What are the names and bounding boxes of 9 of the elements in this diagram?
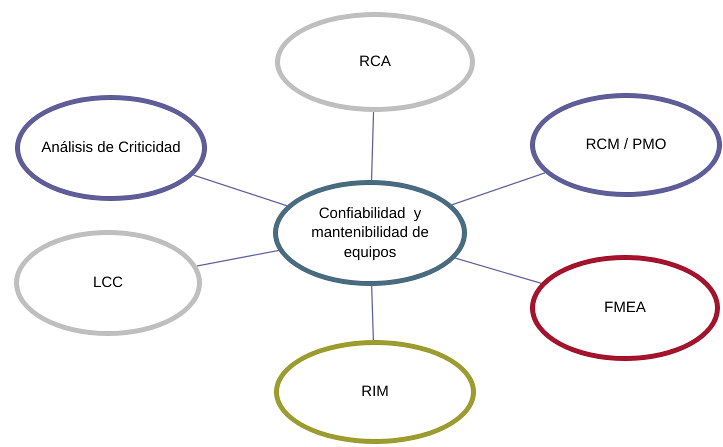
node-label: RCM / PMO (586, 135, 666, 155)
node-label: Confiabilidad y mantenibilidad de equipos (310, 204, 430, 262)
node-label: FMEA (604, 298, 646, 318)
connector-line (370, 112, 374, 180)
node-label: Análisis de Criticidad (41, 138, 181, 158)
node-label: LCC (92, 273, 123, 293)
connector-line (371, 286, 374, 340)
node-label: RCA (359, 52, 391, 72)
node-label: RIM (361, 382, 389, 402)
